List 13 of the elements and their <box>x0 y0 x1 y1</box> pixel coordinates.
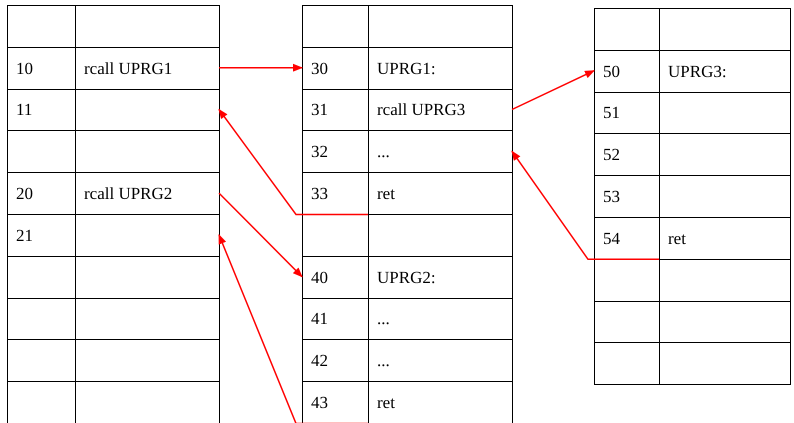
empty-table-cell <box>75 5 220 48</box>
arrow <box>511 150 659 260</box>
empty-table-cell <box>594 342 660 386</box>
empty-table-cell <box>302 5 369 48</box>
empty-table-cell <box>594 8 660 51</box>
arrow <box>218 108 368 216</box>
empty-table-cell <box>7 5 76 48</box>
arrow <box>219 64 303 72</box>
empty-table-cell <box>659 8 791 51</box>
arrow <box>218 192 303 278</box>
empty-table-cell <box>659 342 791 386</box>
arrow <box>512 70 595 110</box>
empty-table-cell <box>368 5 513 48</box>
